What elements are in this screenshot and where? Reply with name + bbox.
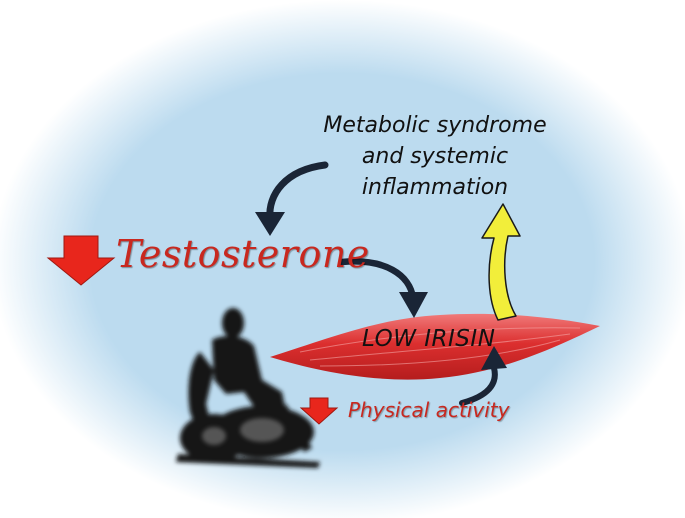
muscle-fibers <box>299 327 581 367</box>
muscle-shape <box>270 313 600 380</box>
arrowhead-testosterone-to-irisin <box>399 292 428 318</box>
metabolic-syndrome-label: Metabolic syndrome and systemic inflamma… <box>300 110 570 203</box>
arrow-activity-to-irisin <box>459 365 498 406</box>
metabolic-label-line-3: inflammation <box>361 175 509 200</box>
wheelchair-highlights <box>202 418 284 445</box>
down-arrow-icon <box>46 235 116 286</box>
testosterone-label: Testosterone <box>116 232 370 276</box>
feedback-arrow-icon <box>481 203 521 321</box>
arrowhead-metabolic-to-testosterone <box>255 212 285 236</box>
down-arrow-icon <box>299 397 339 425</box>
arrowhead-activity-to-irisin <box>481 346 507 370</box>
arrow-testosterone-to-irisin <box>338 258 417 302</box>
metabolic-label-line-2: and systemic <box>361 144 509 169</box>
metabolic-label-line-1: Metabolic syndrome <box>323 113 547 138</box>
physical-activity-label: Physical activity <box>348 398 510 422</box>
arrow-metabolic-to-testosterone <box>266 161 329 222</box>
low-irisin-label: LOW IRISIN <box>362 326 496 352</box>
